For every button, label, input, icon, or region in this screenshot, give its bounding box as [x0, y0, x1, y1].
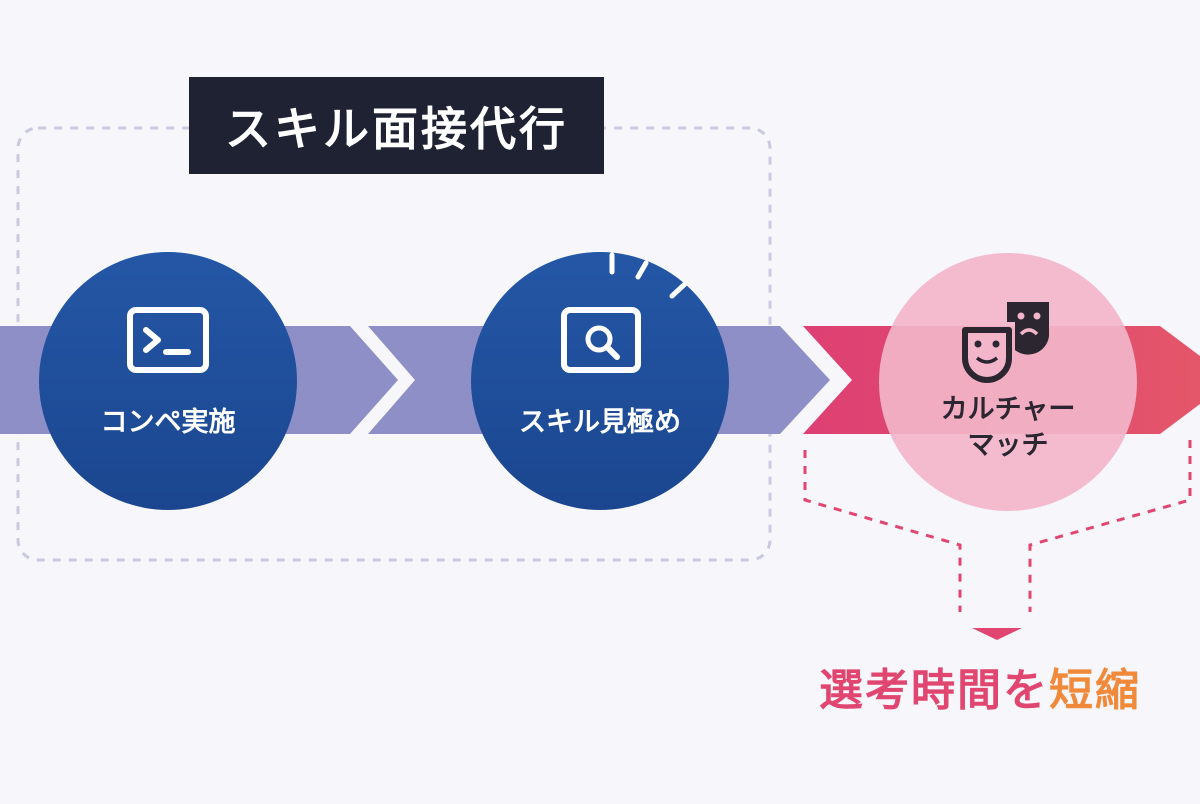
step-circle-skill-assessment — [471, 252, 729, 510]
reduction-arrow-head — [972, 628, 1022, 640]
group-label-text: スキル面接代行 — [225, 101, 568, 156]
group-label-badge: スキル面接代行 — [189, 77, 604, 174]
step-circle-culture-match — [879, 253, 1137, 511]
reduction-bracket — [803, 440, 1192, 612]
step-label-culture-match-line2: マッチ — [967, 430, 1049, 461]
highlight-rays-icon — [609, 252, 689, 299]
theater-masks-icon — [962, 302, 1049, 383]
terminal-icon — [127, 307, 209, 373]
result-suffix: 短縮 — [1049, 665, 1141, 716]
step-label-skill-assessment: スキル見極め — [519, 407, 681, 438]
step-label-culture-match: カルチャー マッチ — [878, 392, 1138, 464]
magnifier-screen-icon — [561, 307, 641, 373]
step-label-culture-match-line1: カルチャー — [940, 394, 1076, 425]
step-label-competition: コンペ実施 — [100, 407, 236, 438]
result-text: 選考時間を短縮 — [780, 656, 1180, 726]
result-prefix: 選考時間を — [819, 665, 1049, 716]
step-circle-competition — [39, 252, 297, 510]
